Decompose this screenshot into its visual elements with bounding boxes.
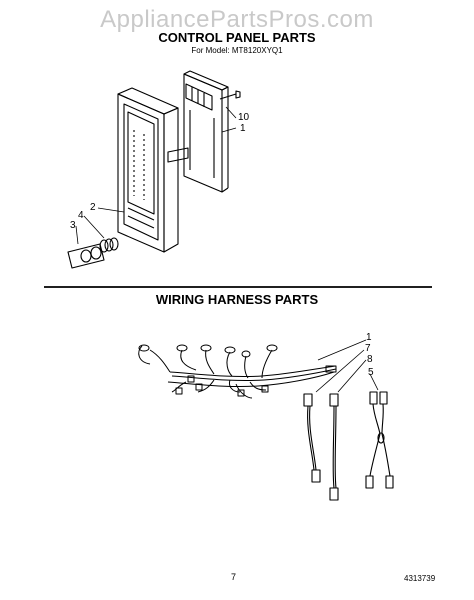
model-subtitle: For Model: MT8120XYQ1 [191,46,283,55]
callout-4: 4 [78,210,84,221]
control-panel-front [117,87,179,253]
callout-5: 5 [368,367,374,378]
document-number: 4313739 [404,574,436,583]
control-panel-title: CONTROL PANEL PARTS [158,30,316,45]
callout-10: 10 [238,112,250,123]
jumper-harness-5 [365,391,394,489]
callout-1-harness: 1 [366,332,372,343]
watermark: AppliancePartsPros.com [100,6,374,33]
control-panel-bracket [183,70,229,193]
callout-8: 8 [367,354,373,365]
callout-7: 7 [365,343,371,354]
main-wiring-harness [138,344,337,399]
screw [219,90,241,100]
callout-1: 1 [240,123,246,134]
jumper-harness-7 [303,393,321,483]
button-cap [67,243,105,269]
spring [99,237,119,253]
jumper-harness-8 [329,393,339,501]
wiring-harness-title: WIRING HARNESS PARTS [155,292,319,307]
callout-3: 3 [70,220,76,231]
callout-2: 2 [90,202,96,213]
page-number: 7 [231,572,237,582]
